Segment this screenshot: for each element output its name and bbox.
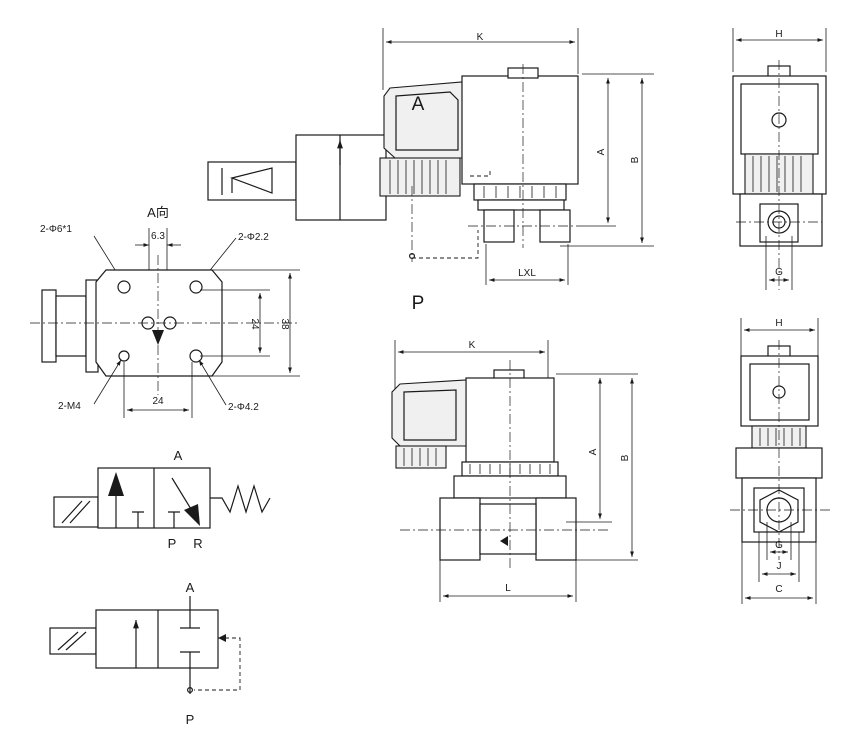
dim-63-label: 6.3	[151, 231, 165, 242]
hole-6-label: 2-Φ6*1	[40, 224, 72, 235]
valve-symbol-2-way: A P	[49, 580, 241, 727]
dimension-l-label: L	[505, 583, 511, 594]
coil-body	[461, 75, 579, 185]
valve-symbol-3-way: A P R	[53, 448, 271, 551]
dimension-a-label: A	[596, 148, 607, 155]
dimension-lxl-label: LXL	[518, 268, 536, 279]
dimension-a-label-bottom: A	[588, 448, 599, 455]
hole-22-label: 2-Φ2.2	[238, 232, 269, 243]
dim-24h-label: 24	[152, 396, 164, 407]
connector-nut	[379, 157, 461, 197]
side-view-bottom: K A B	[391, 340, 638, 602]
connector-a-label: A	[412, 94, 425, 115]
solenoid-tube	[207, 161, 297, 201]
symbol-port-p: P	[168, 536, 177, 551]
symbol2-port-p: P	[186, 712, 195, 727]
view-a-label: A向	[147, 205, 169, 220]
symbol2-port-a: A	[186, 580, 195, 595]
symbol-port-r: R	[193, 536, 202, 551]
dim-38-label: 38	[279, 318, 290, 330]
side-view-top: K A	[207, 28, 654, 314]
dimension-h-label-bottom: H	[775, 318, 782, 329]
dimension-h-label-top: H	[775, 29, 782, 40]
dimension-b-label-bottom: B	[620, 454, 631, 461]
dim-24v-label: 24	[249, 318, 260, 330]
hole-42-label: 2-Φ4.2	[228, 402, 259, 413]
front-view-bottom: H G J C	[730, 318, 830, 604]
port-p-label-top: P	[412, 293, 425, 314]
dimension-b-label: B	[630, 156, 641, 163]
dimension-k-label-bottom: K	[469, 340, 476, 351]
dimension-g-label-bottom: G	[775, 540, 783, 551]
front-view-top: H G	[732, 28, 827, 290]
dimension-g-label-top: G	[775, 267, 783, 278]
coil-housing	[295, 134, 387, 221]
screw-m4-label: 2-M4	[58, 401, 81, 412]
dimension-k-label: K	[477, 32, 484, 43]
symbol-port-a: A	[174, 448, 183, 463]
dimension-j-label: J	[777, 561, 782, 572]
dimension-c-label: C	[775, 584, 782, 595]
mounting-face-view: A向 2-Φ6*1 2-Φ2.2 6.3 24 38	[30, 205, 300, 418]
